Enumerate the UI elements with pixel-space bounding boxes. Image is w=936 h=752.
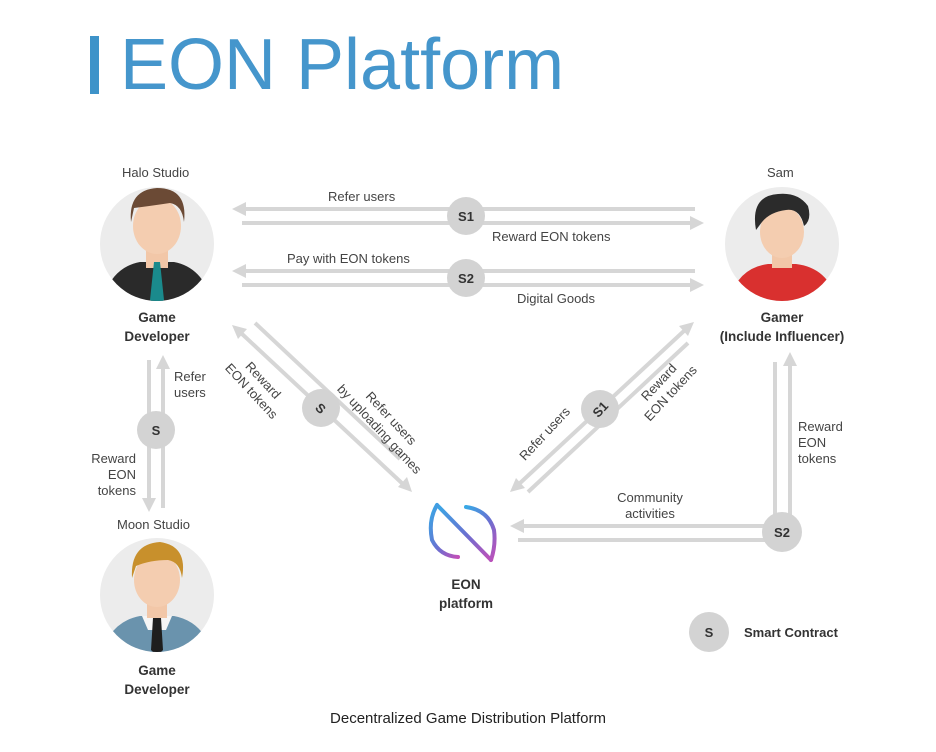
- eon-label-line2: platform: [439, 596, 493, 611]
- contract-node-diag-right-s1[interactable]: S1: [581, 390, 619, 428]
- legend-label: Smart Contract: [744, 625, 838, 640]
- halo-role-line1: Game: [138, 310, 176, 325]
- label-refer-users-left: Refer users: [174, 369, 206, 401]
- label-pay-with-eon: Pay with EON tokens: [287, 251, 410, 266]
- arrowhead-upleft: [232, 325, 247, 339]
- contract-node-top-s1[interactable]: S1: [447, 197, 485, 235]
- arrowhead-left: [510, 519, 524, 533]
- label-community-activities: Community activities: [605, 490, 695, 522]
- moon-role: Game Developer: [107, 661, 207, 699]
- label-reward-eon-top: Reward EON tokens: [492, 229, 611, 244]
- arrowhead-downright: [398, 477, 412, 492]
- label-line: tokens: [798, 451, 837, 466]
- label-line: Refer: [174, 369, 206, 384]
- label-digital-goods: Digital Goods: [517, 291, 596, 306]
- avatar-halo: [100, 187, 214, 301]
- svg-text:S1: S1: [458, 209, 474, 224]
- arrowhead-down: [142, 498, 156, 512]
- moon-role-line2: Developer: [124, 682, 190, 697]
- arrowhead-up: [156, 355, 170, 369]
- contract-node-right-s2[interactable]: S2: [762, 512, 802, 552]
- eon-logo-icon: [428, 503, 497, 562]
- arrowhead-right: [690, 278, 704, 292]
- svg-text:S2: S2: [774, 525, 790, 540]
- sam-role-line1: Gamer: [760, 310, 804, 325]
- halo-role-line2: Developer: [124, 329, 190, 344]
- label-line: EON: [107, 467, 136, 482]
- page-title: EON Platform: [120, 25, 565, 105]
- arrowhead-right: [690, 216, 704, 230]
- arrowhead-left: [232, 202, 246, 216]
- eon-platform-label: EON platform: [416, 575, 516, 613]
- sam-role: Gamer (Include Influencer): [702, 308, 862, 346]
- contract-node-top-s2[interactable]: S2: [447, 259, 485, 297]
- moon-name: Moon Studio: [117, 517, 190, 532]
- label-line: activities: [625, 506, 675, 521]
- label-line: Community: [617, 490, 683, 505]
- label-line: users: [174, 385, 206, 400]
- footer-caption: Decentralized Game Distribution Platform: [330, 710, 606, 727]
- moon-role-line1: Game: [138, 663, 176, 678]
- svg-text:S: S: [152, 423, 161, 438]
- legend-contract-symbol: S: [689, 612, 729, 652]
- eon-label-line1: EON: [451, 577, 481, 592]
- sam-name: Sam: [767, 165, 794, 180]
- svg-text:S2: S2: [458, 271, 474, 286]
- label-line: tokens: [97, 483, 136, 498]
- label-reward-eon-left: Reward EON tokens: [84, 451, 136, 499]
- avatar-moon: [100, 538, 214, 652]
- svg-text:S: S: [705, 625, 714, 640]
- label-refer-users-top: Refer users: [328, 189, 396, 204]
- label-reward-eon-right: Reward EON tokens: [798, 419, 843, 467]
- arrowhead-up: [783, 352, 797, 366]
- halo-role: Game Developer: [107, 308, 207, 346]
- label-line: Reward: [91, 451, 136, 466]
- contract-node-left-s[interactable]: S: [137, 411, 175, 449]
- avatar-sam: [725, 187, 839, 301]
- sam-role-line2: (Include Influencer): [719, 329, 845, 344]
- label-line: Reward: [798, 419, 843, 434]
- arrowhead-left: [232, 264, 246, 278]
- label-line: EON: [798, 435, 827, 450]
- arrowhead-downleft: [510, 478, 525, 492]
- arrowhead-upright: [679, 322, 694, 336]
- contract-node-diag-left-s[interactable]: S: [302, 389, 340, 427]
- arrowheads: [142, 202, 797, 533]
- halo-name: Halo Studio: [122, 165, 190, 180]
- title-accent-bar: [90, 36, 99, 94]
